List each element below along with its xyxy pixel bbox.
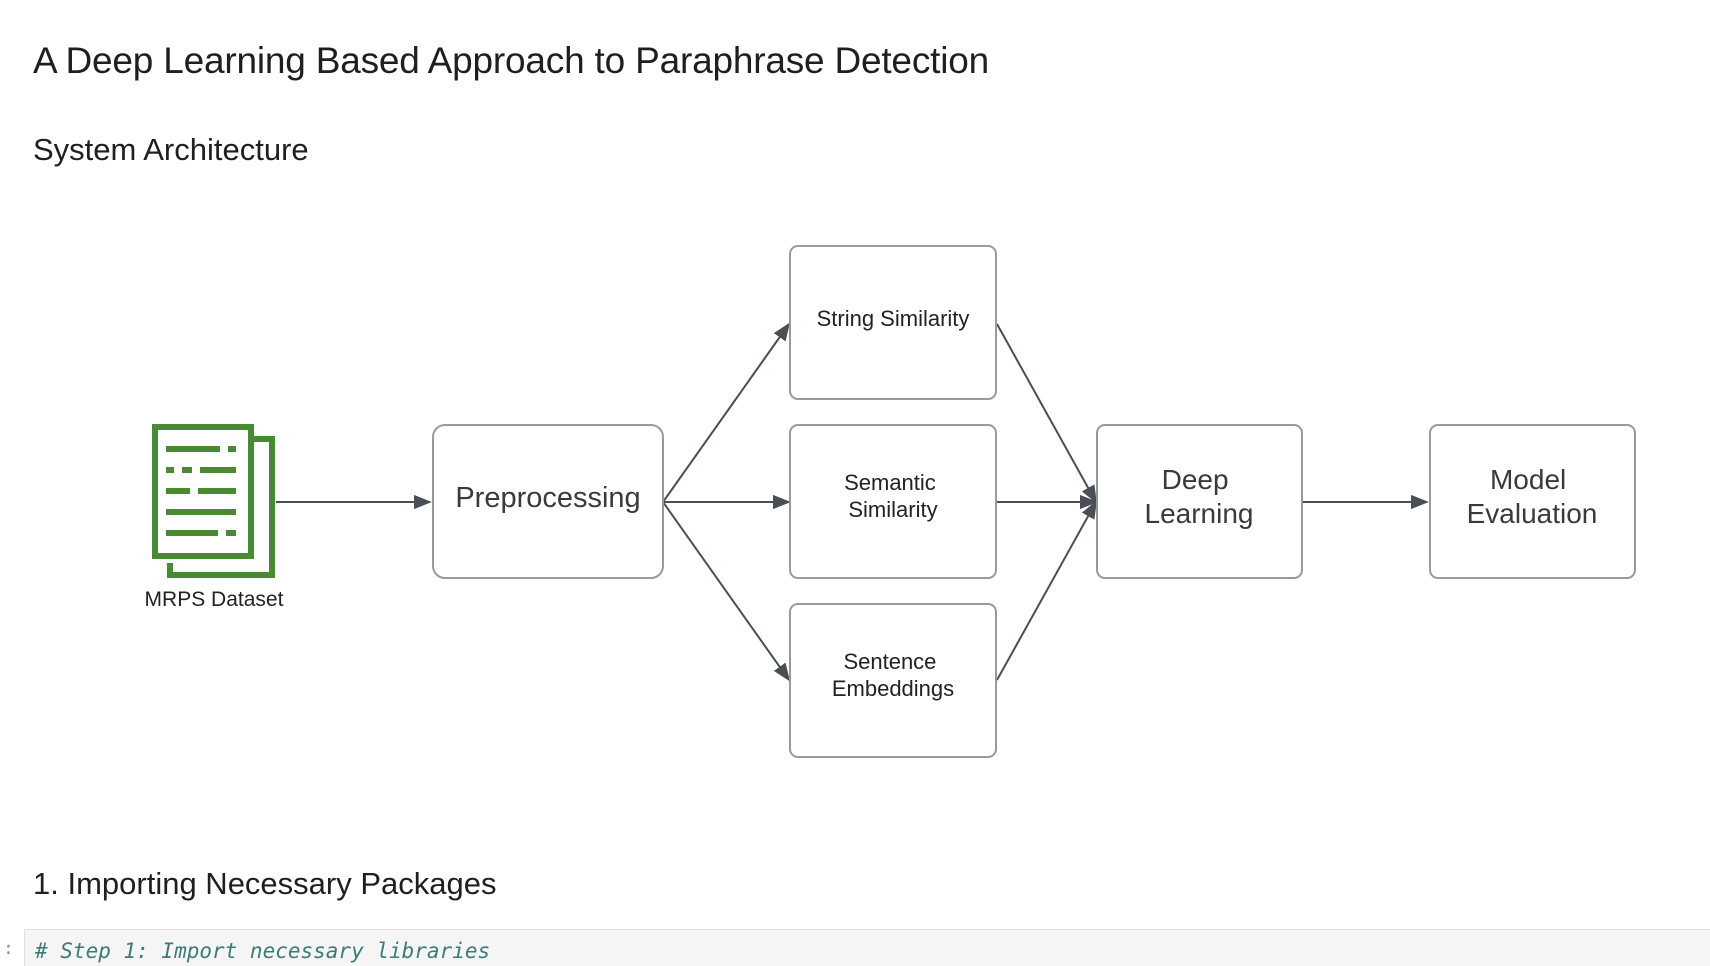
node-deep-learning-label-line-2: Learning	[1145, 498, 1254, 529]
node-embeddings-label-line-2: Embeddings	[832, 676, 954, 701]
notebook-title: A Deep Learning Based Approach to Paraph…	[33, 40, 989, 81]
svg-text:String Similarity: String Similarity	[817, 306, 970, 331]
svg-text:Sentence Embeddings: Sentence Embeddings	[832, 649, 954, 701]
node-semantic-similarity: Semantic Similarity	[789, 424, 997, 579]
svg-text:Model Evaluation: Model Evaluation	[1467, 464, 1598, 529]
node-deep-learning: Deep Learning	[1096, 424, 1303, 579]
node-string-similarity-label: String Similarity	[817, 306, 970, 331]
node-model-evaluation-label-line-2: Evaluation	[1467, 498, 1598, 529]
diagram-connectors	[276, 322, 1429, 682]
node-embeddings-label-line-1: Sentence	[843, 649, 936, 674]
svg-text:Semantic Similarity: Semantic Similarity	[844, 470, 942, 522]
section-heading: System Architecture	[33, 132, 309, 167]
svg-text:Deep Learning: Deep Learning	[1145, 464, 1254, 529]
node-string-similarity: String Similarity	[789, 245, 997, 400]
dataset-label: MRPS Dataset	[145, 588, 284, 611]
node-preprocessing: Preprocessing	[432, 424, 664, 579]
node-deep-learning-label-line-1: Deep	[1162, 464, 1229, 495]
node-model-evaluation-label-line-1: Model	[1490, 464, 1566, 495]
node-semantic-label-line-1: Semantic	[844, 470, 936, 495]
code-comment: # Step 1: Import necessary libraries	[35, 939, 491, 963]
cell-prompt: :	[3, 938, 14, 959]
code-cell[interactable]: # Step 1: Import necessary libraries	[24, 929, 1710, 966]
document-stack-icon	[152, 424, 275, 578]
node-semantic-label-line-2: Similarity	[848, 497, 937, 522]
arrow-preprocessing-to-embeddings	[662, 501, 791, 682]
arrow-string-to-deep	[996, 323, 1097, 504]
arrow-preprocessing-to-string	[662, 322, 791, 503]
step-heading: 1. Importing Necessary Packages	[33, 866, 497, 901]
arrow-embeddings-to-deep	[996, 500, 1097, 681]
svg-text:Preprocessing: Preprocessing	[455, 482, 640, 514]
node-preprocessing-label: Preprocessing	[455, 482, 640, 514]
node-sentence-embeddings: Sentence Embeddings	[789, 603, 997, 758]
node-model-evaluation: Model Evaluation	[1429, 424, 1636, 579]
